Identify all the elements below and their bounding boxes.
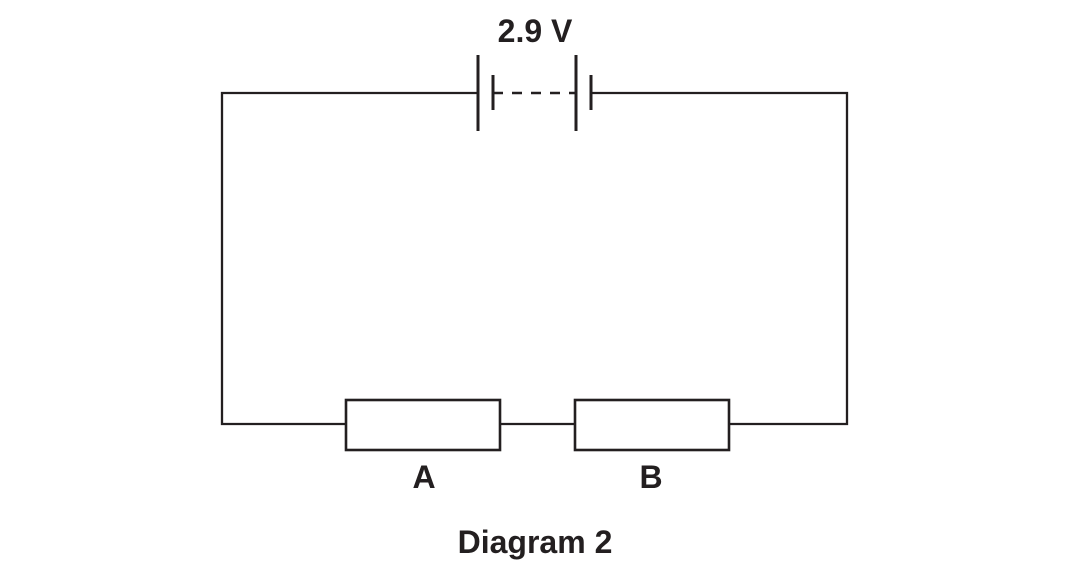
wire-left-loop xyxy=(220,91,478,426)
wire-right-loop xyxy=(591,91,849,426)
battery-symbol: 2.9 V xyxy=(476,13,593,131)
resistor-a: A xyxy=(344,398,502,495)
battery-voltage-label: 2.9 V xyxy=(498,13,573,49)
resistor-a-box xyxy=(344,398,502,452)
resistor-a-label: A xyxy=(412,459,435,495)
resistor-b-box xyxy=(573,398,731,452)
resistor-b-label: B xyxy=(639,459,662,495)
resistor-b: B xyxy=(573,398,731,495)
diagram-caption: Diagram 2 xyxy=(458,524,613,560)
